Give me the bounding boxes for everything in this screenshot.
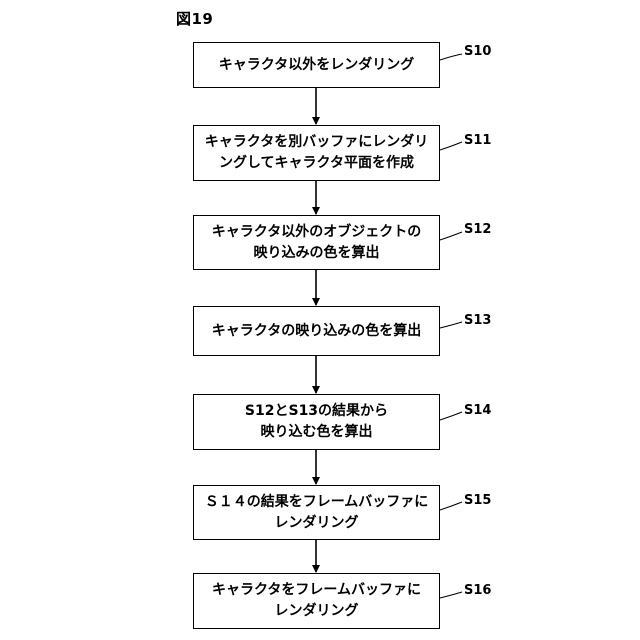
step-s15-text: Ｓ１４の結果をフレームバッファに レンダリング	[205, 492, 429, 534]
leader-s16	[440, 592, 462, 598]
step-s13-id: S13	[464, 313, 491, 328]
step-s14-box: S12とS13の結果から 映り込む色を算出	[193, 394, 440, 450]
leader-s10	[440, 54, 462, 60]
step-s13-text: キャラクタの映り込みの色を算出	[212, 321, 421, 342]
leader-s15	[440, 502, 462, 510]
step-s16-box: キャラクタをフレームバッファに レンダリング	[193, 573, 440, 629]
step-s14-text: S12とS13の結果から 映り込む色を算出	[245, 401, 388, 443]
leader-s14	[440, 412, 462, 420]
step-s12-text: キャラクタ以外のオブジェクトの 映り込みの色を算出	[212, 222, 421, 264]
leader-s13	[440, 322, 462, 328]
step-s10-text: キャラクタ以外をレンダリング	[219, 55, 414, 76]
step-s12-box: キャラクタ以外のオブジェクトの 映り込みの色を算出	[193, 215, 440, 270]
step-s10-box: キャラクタ以外をレンダリング	[193, 42, 440, 88]
step-s11-id: S11	[464, 133, 491, 148]
step-s15-box: Ｓ１４の結果をフレームバッファに レンダリング	[193, 485, 440, 540]
step-s16-id: S16	[464, 583, 491, 598]
step-s11-text: キャラクタを別バッファにレンダリ ングしてキャラクタ平面を作成	[205, 132, 428, 174]
step-s11-box: キャラクタを別バッファにレンダリ ングしてキャラクタ平面を作成	[193, 125, 440, 181]
leader-s11	[440, 142, 462, 150]
step-s14-id: S14	[464, 403, 491, 418]
step-s15-id: S15	[464, 493, 491, 508]
step-s12-id: S12	[464, 222, 491, 237]
step-s16-text: キャラクタをフレームバッファに レンダリング	[212, 580, 421, 622]
leader-s12	[440, 232, 462, 240]
step-s10-id: S10	[464, 44, 491, 59]
step-s13-box: キャラクタの映り込みの色を算出	[193, 306, 440, 356]
